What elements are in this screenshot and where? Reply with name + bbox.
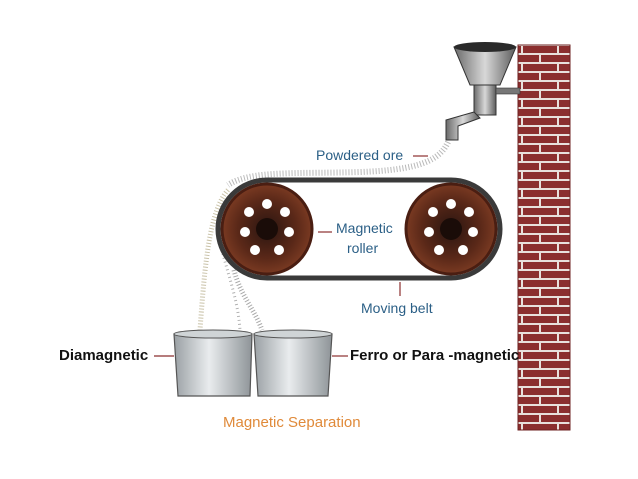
collection-bucket-icon [173, 329, 253, 397]
magnetic-roller-label-line1: Magnetic [336, 220, 393, 236]
moving-belt [215, 177, 503, 281]
roller-icon [404, 182, 498, 276]
ferro-para-magnetic-label: Ferro or Para -magnetic [350, 347, 520, 364]
leader-lines [154, 155, 428, 357]
powdered-ore-label: Powdered ore [316, 147, 404, 163]
hopper-icon [445, 42, 521, 141]
magnetic-roller-label-line2: roller [347, 240, 379, 256]
diamagnetic-label: Diamagnetic [59, 347, 149, 364]
collection-bucket-icon [253, 329, 333, 397]
magnetic-roller-icon [220, 182, 314, 276]
brick-wall-icon [517, 44, 571, 431]
powder-stream [197, 140, 451, 331]
moving-belt-label: Moving belt [361, 300, 433, 316]
diagram-caption: Magnetic Separation [223, 414, 361, 431]
